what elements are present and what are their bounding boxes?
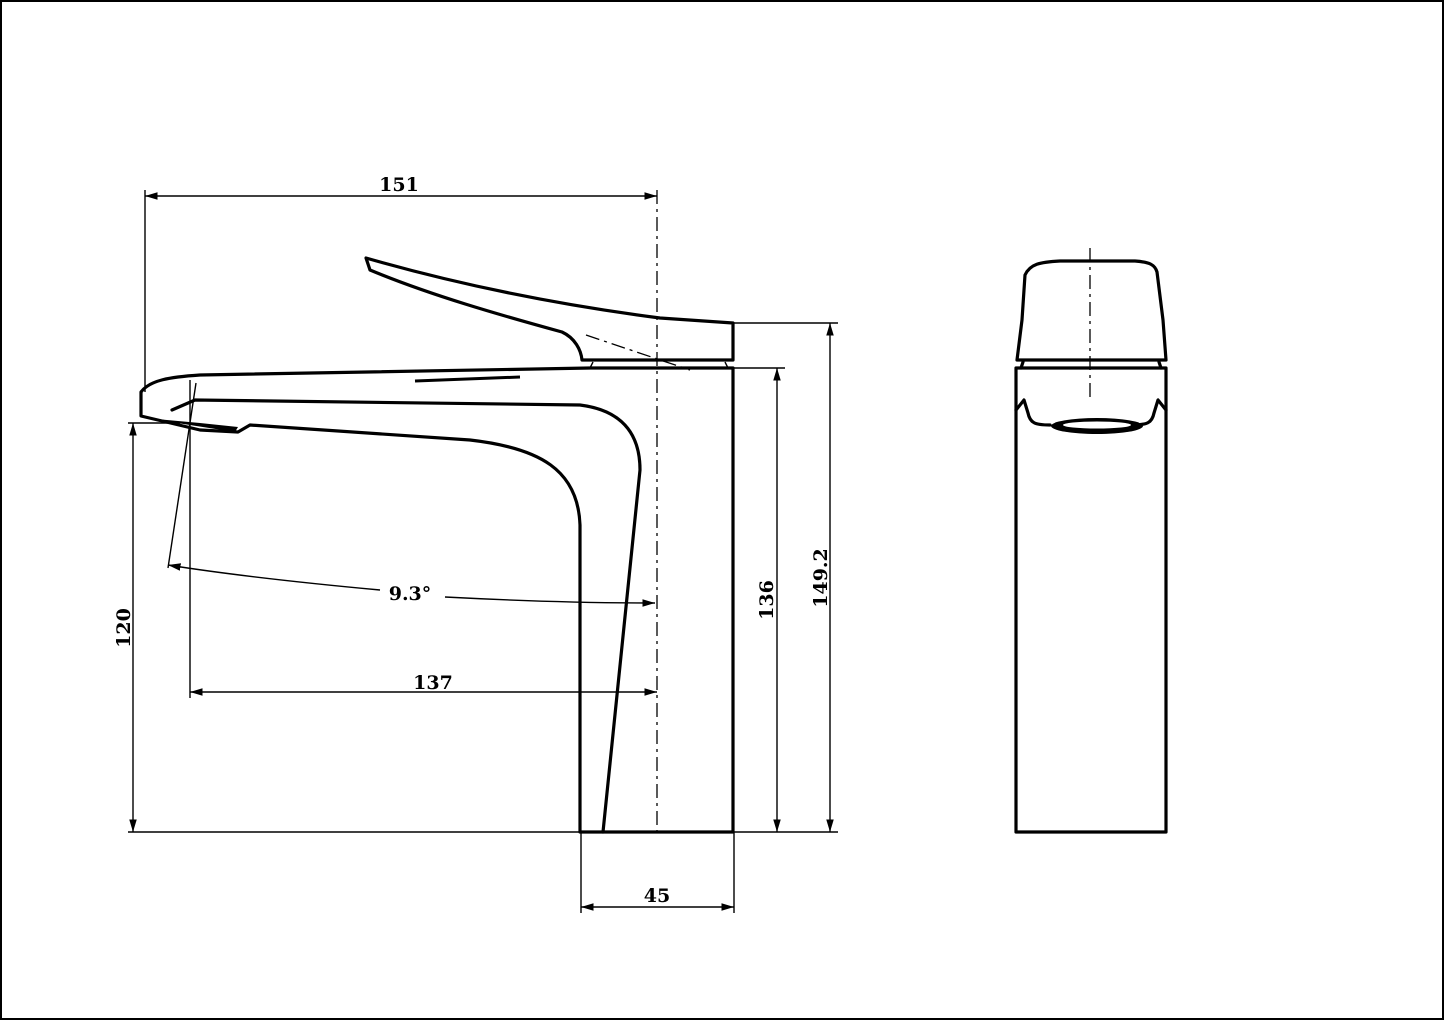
front-body (1014, 366, 1168, 834)
lever-handle (364, 256, 735, 362)
front-handle-cap (1015, 259, 1168, 362)
faucet-side-elevation (139, 256, 735, 834)
dim-overall-length: 151 (379, 174, 419, 196)
spout-body (139, 366, 735, 834)
dim-overall-height: 149.2 (810, 548, 832, 608)
dim-spout-angle: 9.3° (389, 583, 432, 605)
dim-spout-height: 120 (113, 608, 135, 648)
dimension-lines (128, 190, 838, 913)
dim-body-height: 136 (756, 580, 778, 620)
spout-inner-edge (170, 398, 642, 834)
dim-base-width: 45 (644, 885, 670, 907)
dim-spout-reach: 137 (413, 672, 453, 694)
faucet-front-elevation (1014, 248, 1168, 834)
